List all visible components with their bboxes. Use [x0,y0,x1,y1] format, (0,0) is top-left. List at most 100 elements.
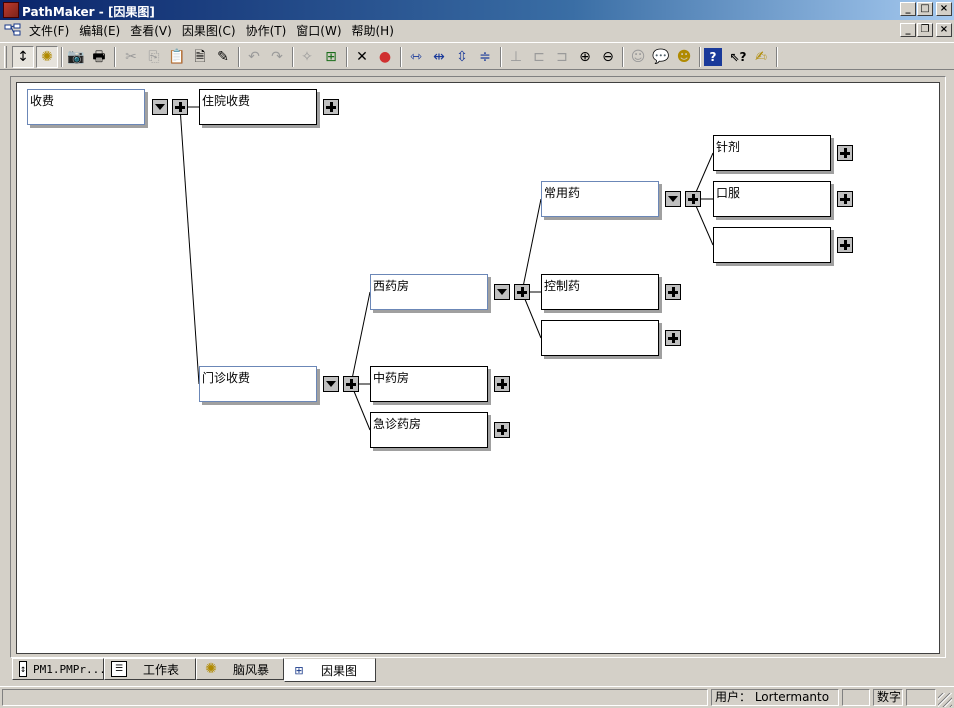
zoom-in-icon[interactable]: ⊕ [579,49,591,65]
add-child-button[interactable] [665,284,681,300]
node-root[interactable]: 收费 [27,89,145,125]
align-left-icon[interactable]: ⊏ [533,49,545,65]
team-icon[interactable]: ☻ [676,49,692,65]
magic-wand-icon[interactable]: ✧ [301,49,313,65]
notes-icon[interactable]: ✍ [755,49,767,65]
node-controlled-drugs[interactable]: 控制药 [541,274,659,310]
add-child-button[interactable] [494,422,510,438]
collapse-vertical-icon[interactable]: ≑ [479,49,491,65]
format-painter-icon[interactable]: ✎ [217,49,229,65]
tree-layout-icon[interactable]: ⊞ [325,49,337,65]
menu-window[interactable]: 窗口(W) [296,23,342,38]
node-western-pharmacy[interactable]: 西药房 [370,274,488,310]
resize-grip[interactable] [938,693,952,707]
node-label: 住院收费 [202,94,251,108]
toolbar-grip[interactable] [4,46,7,68]
tab-worksheet[interactable]: ☰ 工作表 [104,658,196,680]
toolbar: ↕ ✺ 📷 🖶 ✂ ⎘ 📋 🗎 ✎ ↶ ↷ ✧ ⊞ ✕ ● ⇿ ⇹ ⇳ ≑ ⊥ … [0,42,954,70]
collapse-horizontal-icon[interactable]: ⇹ [433,49,445,65]
tab-label: 因果图 [321,663,358,678]
add-child-button[interactable] [494,376,510,392]
add-child-button[interactable] [172,99,188,115]
node-chinese-pharmacy[interactable]: 中药房 [370,366,488,402]
doc-close-button[interactable]: × [936,23,952,37]
menu-help[interactable]: 帮助(H) [351,23,394,38]
paste-special-icon[interactable]: 🗎 [194,49,206,65]
add-child-button[interactable] [837,145,853,161]
add-child-button[interactable] [343,376,359,392]
redo-icon[interactable]: ↷ [271,49,283,65]
chevron-down-icon [155,104,165,110]
maximize-button[interactable]: □ [917,2,933,16]
node-oral[interactable]: 口服 [713,181,831,217]
node-common-drugs[interactable]: 常用药 [541,181,659,217]
zoom-out-icon[interactable]: ⊖ [602,49,614,65]
node-label: 口服 [716,186,741,200]
add-child-button[interactable] [323,99,339,115]
context-help-icon[interactable]: ⇖? [729,50,747,64]
menu-view[interactable]: 查看(V) [130,23,172,38]
cause-effect-icon: ⊞ [294,663,304,677]
menu-edit[interactable]: 编辑(E) [79,23,121,38]
node-label: 常用药 [544,186,581,200]
doc-restore-button[interactable]: ❐ [917,23,933,37]
node-emergency-pharmacy[interactable]: 急诊药房 [370,412,488,448]
node-label: 中药房 [373,371,410,385]
node-inpatient[interactable]: 住院收费 [199,89,317,125]
cut-icon[interactable]: ✂ [125,49,137,65]
tools-icon[interactable]: ✕ [356,49,368,65]
node-blank[interactable] [541,320,659,356]
status-user: 用户： Lortermanto [711,689,839,706]
expand-horizontal-icon[interactable]: ⇿ [410,49,422,65]
add-child-button[interactable] [665,330,681,346]
tab-cause-effect[interactable]: ⊞ 因果图 [284,658,376,682]
tab-brainstorm[interactable]: ✺ 脑风暴 [196,658,284,680]
camera-icon[interactable]: 📷 [67,49,85,65]
print-icon[interactable]: 🖶 [92,49,106,65]
comment-icon[interactable]: 💬 [652,49,670,65]
minimize-button[interactable]: _ [900,2,916,16]
add-child-button[interactable] [837,237,853,253]
window-title: PathMaker - [因果图] [22,5,155,19]
menu-collaborate[interactable]: 协作(T) [245,23,287,38]
smiley-icon[interactable]: ☺ [630,49,646,65]
collapse-dropdown-button[interactable] [494,284,510,300]
undo-icon[interactable]: ↶ [248,49,260,65]
status-num-lock: 数字 [873,689,903,706]
menu-cause-effect[interactable]: 因果图(C) [181,23,236,38]
node-label: 收费 [30,94,55,108]
node-outpatient[interactable]: 门诊收费 [199,366,317,402]
doc-minimize-button[interactable]: _ [900,23,916,37]
status-bar: 用户： Lortermanto 数字 [0,686,954,708]
help-icon[interactable]: ? [704,48,722,66]
chevron-down-icon [326,381,336,387]
menu-file[interactable]: 文件(F) [29,23,70,38]
status-indicator [842,689,870,706]
color-icon[interactable]: ● [378,49,392,65]
expand-vertical-icon[interactable]: ⇳ [456,49,468,65]
node-blank[interactable] [713,227,831,263]
app-icon[interactable] [3,2,19,18]
node-injection[interactable]: 针剂 [713,135,831,171]
collapse-dropdown-button[interactable] [665,191,681,207]
collapse-dropdown-button[interactable] [152,99,168,115]
align-right-icon[interactable]: ⊐ [556,49,568,65]
paste-icon[interactable]: 📋 [168,49,186,65]
node-label: 针剂 [716,140,741,154]
pointer-tool-icon[interactable]: ↕ [12,46,34,68]
align-bottom-icon[interactable]: ⊥ [509,49,523,65]
chevron-down-icon [497,289,507,295]
add-child-button[interactable] [685,191,701,207]
add-child-button[interactable] [837,191,853,207]
status-indicator [906,689,936,706]
close-button[interactable]: × [936,2,952,16]
cause-effect-doc-icon[interactable] [4,23,22,37]
title-bar: PathMaker - [因果图] _ □ × [0,0,954,20]
tab-project[interactable]: ↕ PM1.PMPr... [12,658,106,680]
add-child-button[interactable] [514,284,530,300]
brainstorm-tool-icon[interactable]: ✺ [36,46,58,68]
node-label: 西药房 [373,279,410,293]
copy-icon[interactable]: ⎘ [148,49,160,65]
document-tabs: ↕ PM1.PMPr... ☰ 工作表 ✺ 脑风暴 ⊞ 因果图 [10,658,946,682]
collapse-dropdown-button[interactable] [323,376,339,392]
